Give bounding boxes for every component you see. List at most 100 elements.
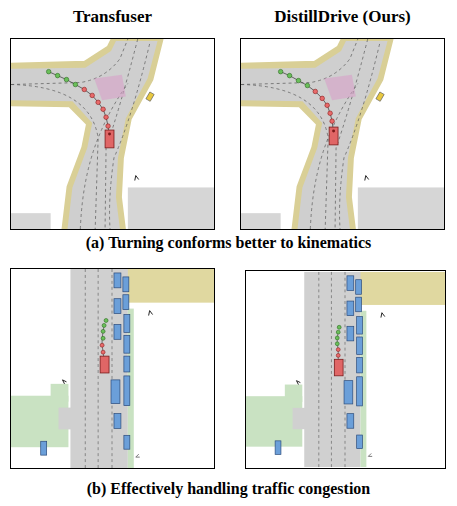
lane-line: [11, 85, 98, 229]
other-vehicle: [124, 315, 130, 333]
grass-area: [51, 384, 69, 402]
ego-vehicle: [329, 127, 338, 145]
pedestrian-icon: [368, 453, 372, 456]
other-vehicle: [275, 441, 281, 455]
pred-point: [90, 93, 95, 98]
other-vehicle: [347, 276, 354, 291]
column-header: Transfuser: [10, 6, 215, 27]
other-vehicle: [356, 280, 362, 295]
road: [241, 39, 389, 229]
pedestrian-icon: [63, 380, 67, 384]
gt-point: [101, 329, 105, 333]
pred-point: [104, 115, 109, 120]
crosswalk-zone: [94, 75, 126, 101]
other-vehicle: [124, 376, 130, 406]
bev-panel: [10, 38, 215, 230]
ego-marker: [108, 133, 111, 136]
parking-lot: [11, 213, 51, 229]
road: [293, 408, 307, 429]
gt-point: [104, 319, 108, 323]
sidewalk: [122, 269, 214, 303]
lane-line: [340, 44, 380, 229]
gt-point: [336, 330, 340, 334]
other-vehicle: [347, 326, 354, 341]
other-vehicle: [357, 435, 363, 449]
lane-line: [112, 269, 113, 468]
gt-point: [101, 336, 105, 340]
pred-point: [325, 103, 330, 108]
gt-point: [305, 83, 310, 88]
other-vehicle: [41, 441, 47, 455]
subfigure-caption: (b) Effectively handling traffic congest…: [0, 479, 457, 499]
gt-point: [64, 77, 69, 82]
road: [11, 39, 159, 229]
other-vehicle: [114, 414, 121, 429]
gt-point: [102, 323, 106, 327]
column-header: DistillDrive (Ours): [240, 6, 445, 27]
subfigure-caption: (a) Turning conforms better to kinematic…: [0, 233, 457, 253]
gt-point: [46, 69, 51, 74]
other-vehicle: [357, 337, 363, 354]
other-vehicle: [124, 435, 130, 449]
other-vehicle: [347, 414, 354, 429]
lane-line: [318, 272, 319, 467]
ego-marker: [332, 130, 335, 133]
crosswalk-zone: [324, 75, 356, 101]
other-vehicle: [376, 92, 384, 101]
gt-point: [55, 73, 60, 78]
other-vehicle: [124, 335, 130, 353]
lane-line: [310, 84, 358, 229]
ego-vehicle: [105, 130, 114, 148]
pred-point: [328, 111, 333, 116]
grass-area: [285, 385, 302, 402]
lane-line: [98, 269, 99, 468]
other-vehicle: [344, 381, 353, 404]
other-vehicle: [347, 301, 354, 316]
bev-scene: [11, 269, 214, 468]
gt-point: [287, 73, 292, 78]
other-vehicle: [124, 356, 130, 372]
gt-points: [46, 69, 77, 86]
other-vehicle: [123, 277, 129, 292]
lane-line: [85, 269, 86, 468]
ego-vehicle: [334, 359, 343, 376]
pred-point: [101, 107, 106, 112]
trajectory-line: [49, 72, 109, 134]
gt-point: [337, 325, 341, 329]
gt-point: [335, 336, 339, 340]
bev-panel: [10, 268, 215, 469]
pedestrian-icon: [381, 313, 385, 318]
lane-line: [331, 272, 332, 467]
gt-point: [73, 82, 78, 87]
other-vehicle: [146, 92, 154, 101]
bev-scene: [246, 271, 445, 468]
bev-scene: [11, 39, 214, 229]
pred-point: [82, 87, 87, 92]
trajectory-line: [281, 72, 333, 129]
pedestrian-icon: [149, 311, 153, 316]
road: [59, 408, 73, 430]
lane-line: [80, 84, 128, 229]
trajectory-line: [102, 325, 104, 360]
other-vehicle: [356, 297, 362, 312]
parking-lot: [358, 187, 444, 229]
pred-point: [330, 119, 335, 124]
bev-panel: [240, 38, 445, 230]
lane-line: [110, 44, 150, 229]
other-vehicle: [114, 324, 121, 339]
road: [11, 41, 157, 229]
other-vehicle: [123, 295, 129, 310]
gt-points: [278, 69, 309, 87]
other-vehicle: [111, 380, 120, 404]
pred-point: [336, 348, 340, 352]
parking-lot: [128, 187, 214, 229]
pedestrian-icon: [365, 176, 369, 181]
pred-point: [320, 96, 325, 101]
lane-line: [241, 85, 328, 229]
pedestrian-icon: [136, 454, 140, 457]
other-vehicle: [114, 273, 121, 288]
pred-point: [336, 353, 340, 357]
gt-point: [278, 69, 283, 74]
other-vehicle: [357, 377, 363, 406]
bev-scene: [241, 39, 444, 229]
